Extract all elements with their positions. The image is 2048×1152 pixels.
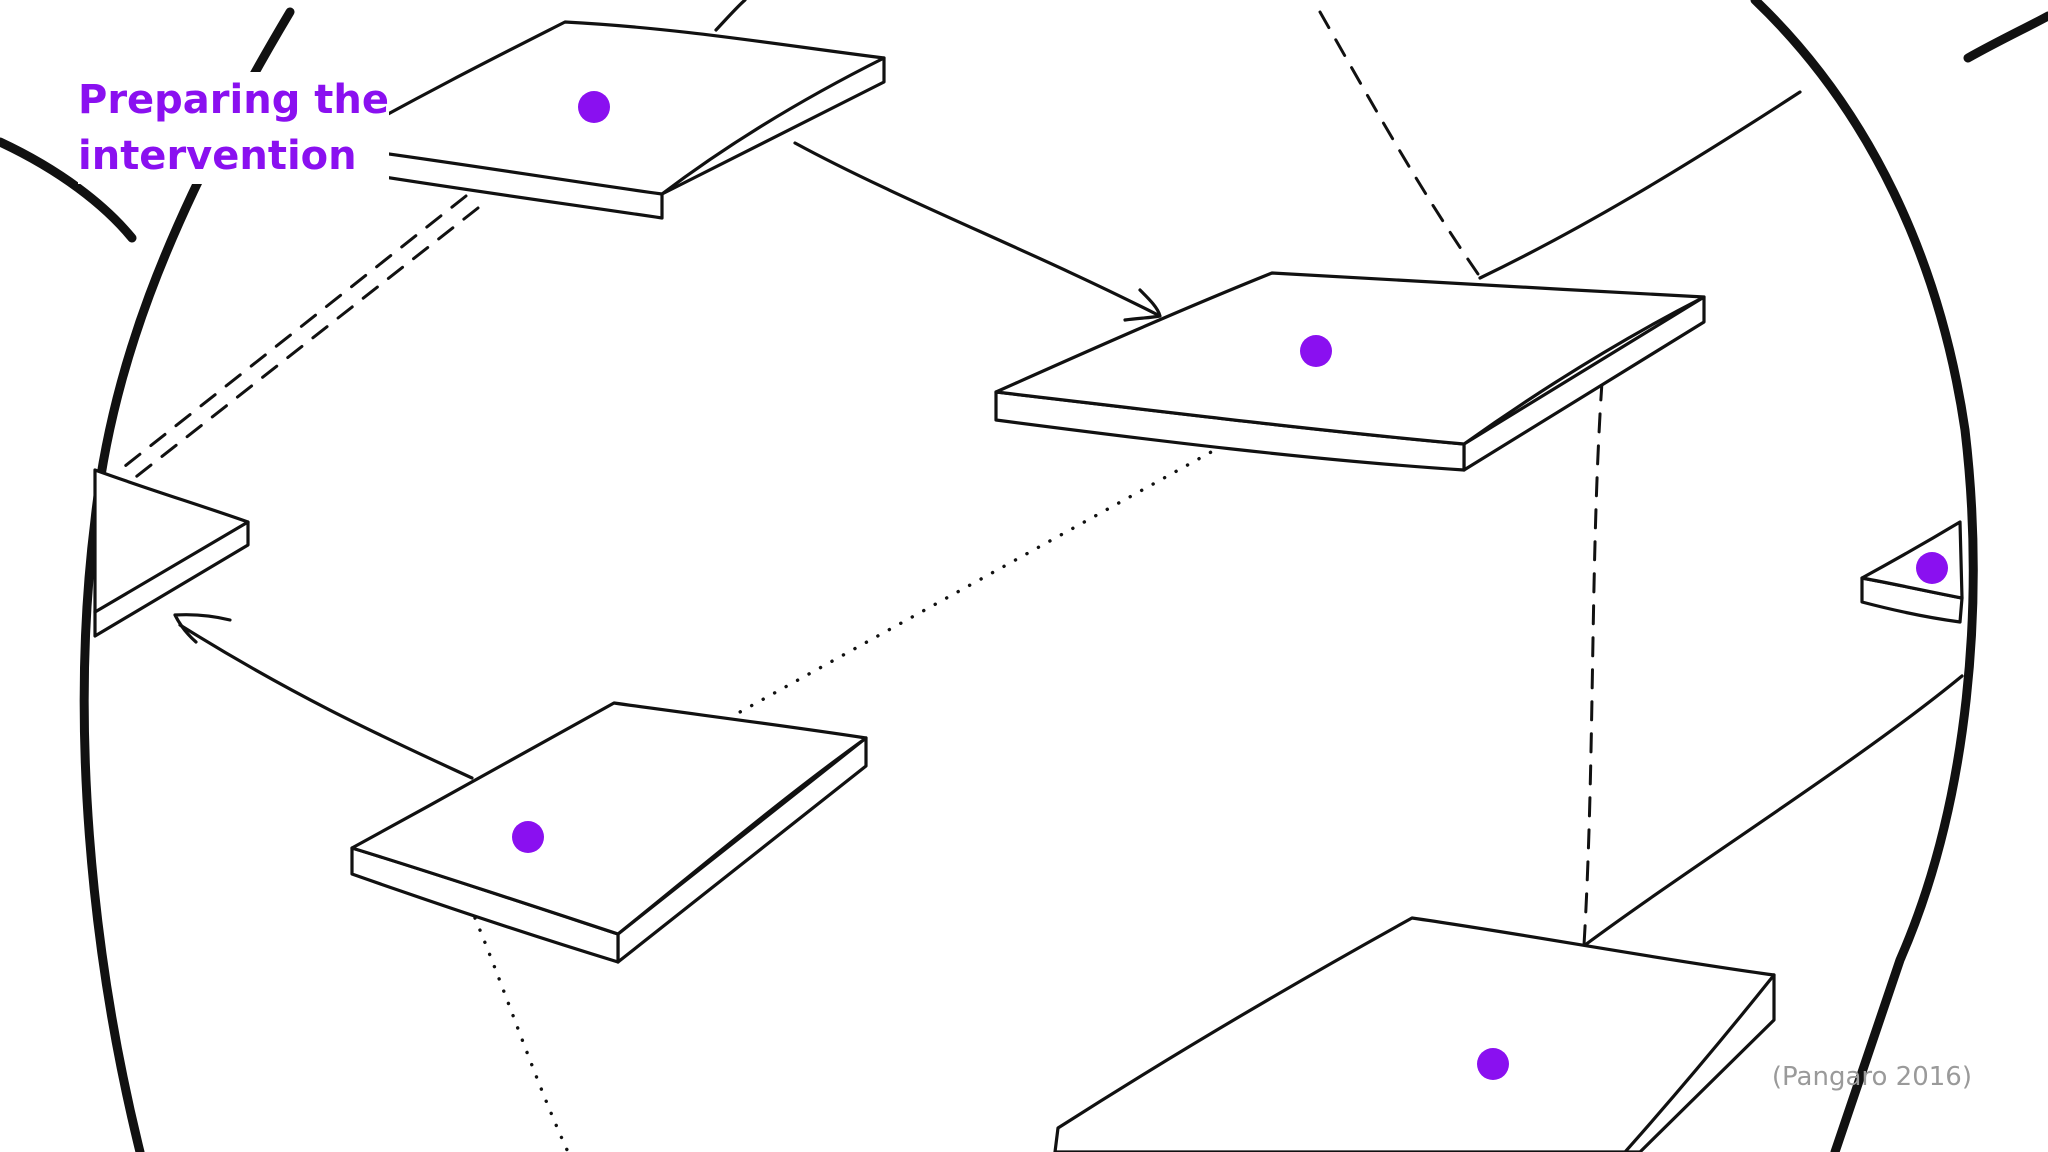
plate-lower-left: [350, 701, 868, 964]
flow-line-top: [714, 0, 747, 32]
flow-line-lower-right: [1583, 674, 1964, 947]
dotted-line-lower: [473, 916, 570, 1152]
enclosing-circle-right: [1750, 0, 1978, 1152]
double-dashed-line-a: [118, 194, 468, 472]
arrow-bottom-to-left: [178, 623, 474, 780]
outer-arc-left: [0, 137, 137, 243]
outer-arc-right: [1963, 11, 2048, 63]
arrowhead-left: [173, 613, 232, 644]
node-dot: [1477, 1048, 1509, 1080]
diagram-heading: Preparing the intervention: [78, 72, 389, 184]
plate-left: [93, 468, 250, 638]
plate-bottom-right: [1053, 916, 1776, 1152]
double-dashed-line-b: [130, 206, 480, 482]
plate-center: [994, 271, 1706, 472]
citation: (Pangaro 2016): [1771, 1062, 1972, 1092]
arrow-top-to-center: [793, 141, 1160, 317]
flow-line-upper-right: [1478, 90, 1802, 280]
dashed-line-top-right: [1318, 10, 1480, 276]
arrowhead-center: [1123, 288, 1162, 322]
node-dot: [512, 821, 544, 853]
heading-line-2: intervention: [78, 133, 357, 179]
dashed-line-vertical: [1582, 380, 1604, 947]
dotted-line-center-to-bottom: [738, 444, 1224, 714]
node-dot: [1916, 552, 1948, 584]
heading-line-1: Preparing the: [78, 77, 389, 123]
node-dot: [578, 91, 610, 123]
node-dot: [1300, 335, 1332, 367]
plate-preparing: [326, 20, 886, 220]
plate-right-edge: [1860, 520, 1964, 624]
